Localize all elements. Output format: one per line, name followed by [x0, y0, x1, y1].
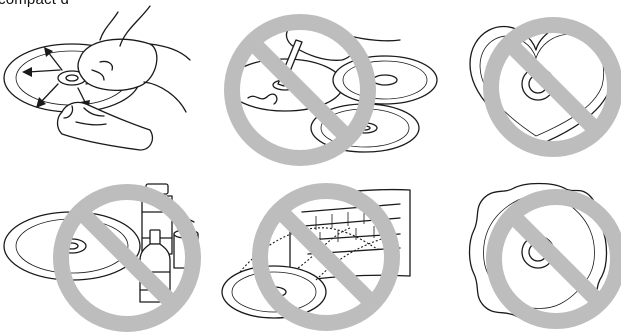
prohibition-icon-slot — [260, 191, 392, 323]
prohibition-icon-solvent — [61, 192, 193, 324]
prohibition-icon-heart — [491, 25, 615, 149]
prohibition-icon-octagon — [494, 197, 618, 321]
prohibition-icon-write — [232, 22, 368, 158]
